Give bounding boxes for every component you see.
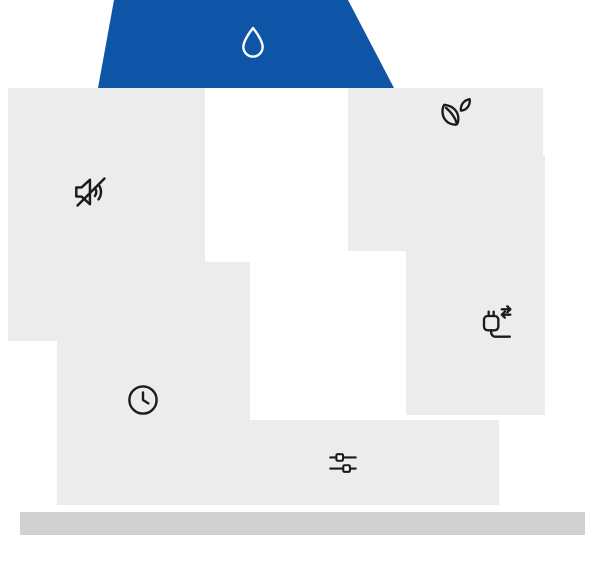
options-panel (205, 420, 499, 505)
plug-swap-icon[interactable] (477, 302, 517, 342)
water-drop-icon (234, 23, 272, 61)
leaf-icon[interactable] (436, 92, 476, 132)
bottom-bar (20, 512, 585, 535)
sliders-icon[interactable] (325, 445, 361, 481)
speaker-mute-icon[interactable] (70, 171, 112, 213)
plug-panel (406, 155, 545, 415)
header-banner (98, 0, 394, 88)
clock-icon[interactable] (124, 381, 162, 419)
